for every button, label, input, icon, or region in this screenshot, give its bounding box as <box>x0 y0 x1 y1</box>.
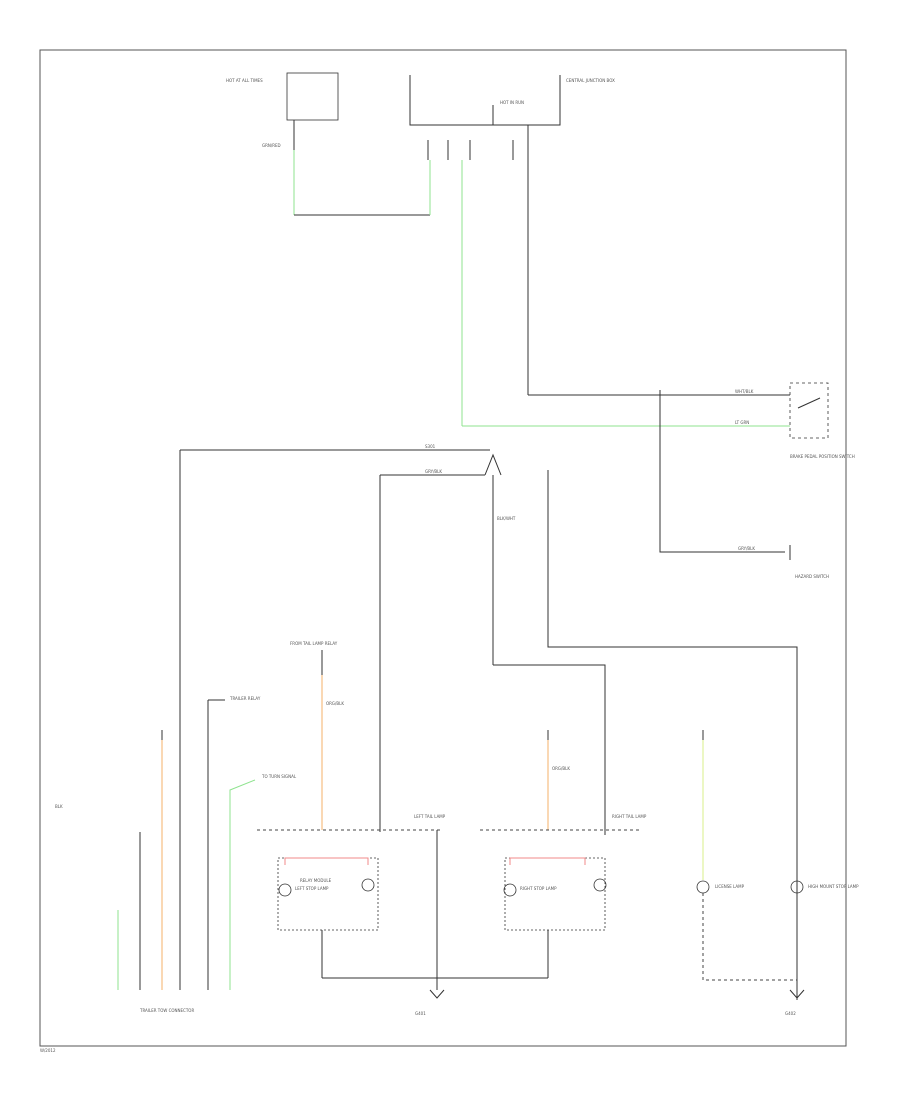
turn-signal-label: TO TURN SIGNAL <box>261 774 297 779</box>
trailer-connector-label: TRAILER TOW CONNECTOR <box>139 1008 194 1013</box>
wire-label-w1: GRN/RED <box>262 143 281 148</box>
battery-fuse-box <box>286 72 339 121</box>
battery-fuse-label: HOT AT ALL TIMES <box>226 78 263 83</box>
relay-module-label: RELAY MODULE <box>300 878 332 883</box>
diagram-frame <box>39 49 847 1047</box>
lh-stop-lamp-label: LEFT STOP LAMP <box>295 886 329 891</box>
lh-lamp-box <box>277 857 379 931</box>
rh-bulb-2 <box>593 878 607 892</box>
page-code: W/2012 <box>40 1048 56 1053</box>
ground-symbol-center <box>429 989 445 999</box>
stop-lamp-bulb <box>790 880 804 894</box>
wire-pink-lh <box>284 857 369 865</box>
wire-label-w5: GRY/BLK <box>738 546 755 551</box>
wire-green-trailer <box>229 779 256 990</box>
license-lamp-bulb <box>696 880 710 894</box>
junction-box-label: CENTRAL JUNCTION BOX <box>566 78 615 83</box>
splice-label: S301 <box>425 444 436 449</box>
lh-bulb-1 <box>278 883 292 897</box>
license-lamp-label: LICENSE LAMP <box>715 884 745 889</box>
rh-lamp-box <box>504 857 606 931</box>
brake-switch-box <box>789 382 829 439</box>
stop-lamp-label: HIGH MOUNT STOP LAMP <box>808 884 859 889</box>
wire-label-w7: ORG/BLK <box>326 701 344 706</box>
wire-label-w9: BLK/WHT <box>497 516 516 521</box>
ground-g2-label: G402 <box>785 1011 796 1016</box>
rh-bulb-1 <box>503 883 517 897</box>
ground-symbol-right <box>789 989 805 999</box>
ground-g1-label: G401 <box>415 1011 426 1016</box>
wire-label-w3: WHT/BLK <box>735 389 754 394</box>
wire-label-w8: ORG/BLK <box>552 766 570 771</box>
splice-chevron <box>484 453 502 476</box>
wire-pink-rh <box>509 857 586 865</box>
brake-switch-label: BRAKE PEDAL POSITION SWITCH <box>790 454 855 459</box>
rh-lamp-assy-label: RIGHT TAIL LAMP <box>612 814 647 819</box>
wire-label-w6: GRY/BLK <box>425 469 442 474</box>
lh-tail-source-label: FROM TAIL LAMP RELAY <box>290 641 338 646</box>
lh-lamp-assy-label: LEFT TAIL LAMP <box>414 814 446 819</box>
wire-label-w4: LT GRN <box>735 420 749 425</box>
rh-stop-lamp-label: RIGHT STOP LAMP <box>520 886 557 891</box>
junction-box-outline <box>409 75 561 126</box>
trailer-relay-label: TRAILER RELAY <box>229 696 261 701</box>
lh-bulb-2 <box>361 878 375 892</box>
main-fuse-label: HOT IN RUN <box>500 100 524 105</box>
hazard-label: HAZARD SWITCH <box>795 574 829 579</box>
left-connector-label: BLK <box>55 804 63 809</box>
